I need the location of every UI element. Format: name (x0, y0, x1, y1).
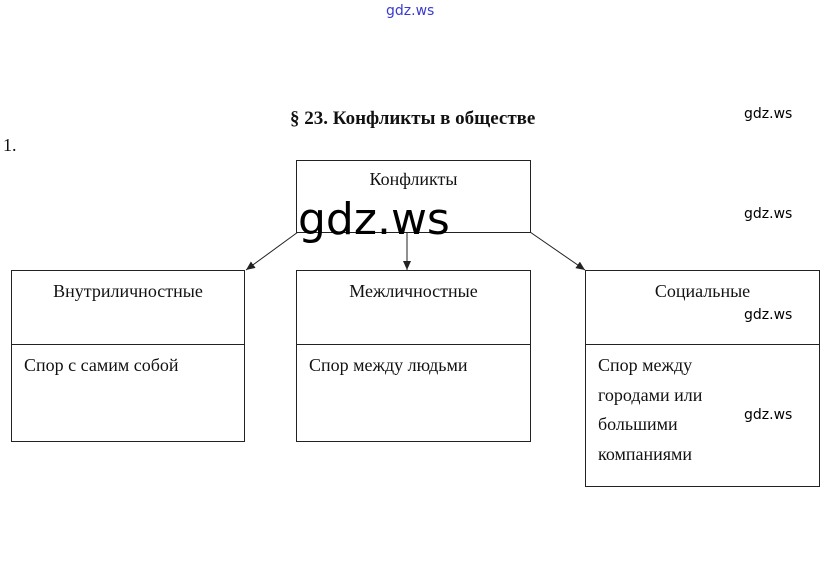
root-label: Конфликты (369, 169, 458, 189)
watermark-1: gdz.ws (744, 106, 793, 122)
child-box-intrapersonal: Внутриличностные Спор с самим собой (11, 270, 245, 442)
child-box-interpersonal: Межличностные Спор между людьми (296, 270, 531, 442)
root-box: Конфликты (296, 160, 531, 233)
divider (12, 344, 244, 345)
child-title: Внутриличностные (53, 281, 203, 301)
watermark-2: gdz.ws (744, 206, 793, 222)
child-description: Спор между городами или большими компани… (598, 355, 703, 464)
child-title: Межличностные (349, 281, 478, 301)
child-description: Спор между людьми (309, 355, 468, 375)
arrow-left (245, 231, 299, 271)
divider (297, 344, 530, 345)
watermark-large: gdz.ws (298, 194, 450, 245)
child-box-social: Социальные Спор между городами или больш… (585, 270, 820, 487)
divider (586, 344, 819, 345)
child-description: Спор с самим собой (24, 355, 179, 375)
watermark-top: gdz.ws (386, 3, 435, 19)
child-title: Социальные (654, 281, 751, 301)
page-title: § 23. Конфликты в обществе (290, 108, 536, 129)
watermark-3: gdz.ws (744, 307, 793, 323)
arrow-right (529, 231, 586, 271)
watermark-4: gdz.ws (744, 407, 793, 423)
item-number: 1. (3, 135, 17, 155)
